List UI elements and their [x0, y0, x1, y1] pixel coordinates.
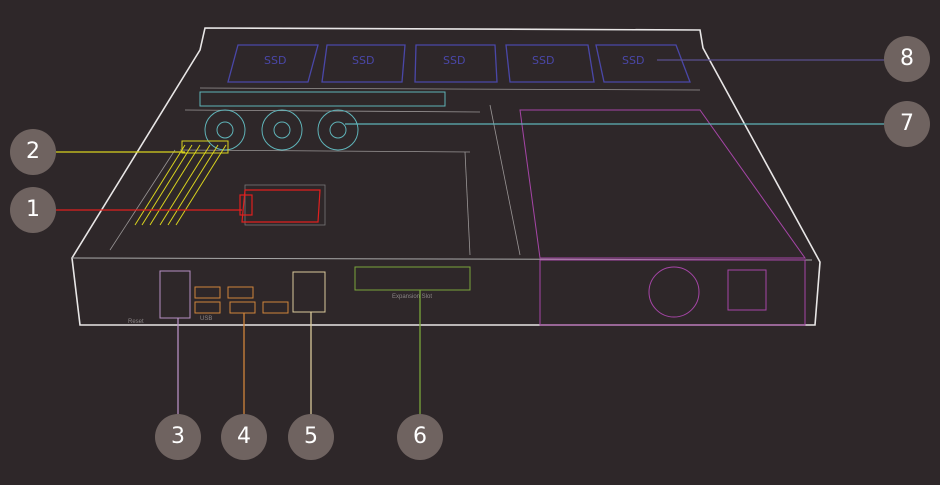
ssd-label: SSD	[443, 54, 465, 67]
memory-modules	[134, 140, 229, 226]
callout-4: 4	[221, 414, 267, 460]
ssd-label: SSD	[622, 54, 644, 67]
cpu	[239, 189, 321, 223]
callout-1: 1	[10, 187, 56, 233]
chassis-internal	[109, 87, 701, 256]
callout-6: 6	[397, 414, 443, 460]
ssd-label: SSD	[352, 54, 374, 67]
ssd-label: SSD	[264, 54, 286, 67]
callout-2: 2	[10, 129, 56, 175]
callout-5: 5	[288, 414, 334, 460]
chassis-outline	[71, 27, 821, 326]
callout-3: 3	[155, 414, 201, 460]
callout-8: 8	[884, 36, 930, 82]
reset-label: Reset	[128, 319, 144, 325]
callout-7: 7	[884, 101, 930, 147]
power-supply	[519, 109, 806, 326]
leader-lines	[56, 59, 885, 414]
ssd-label: SSD	[532, 54, 554, 67]
expansion-slot-label: Expansion Slot	[392, 294, 432, 300]
ssd-bays	[227, 44, 691, 83]
fans	[199, 91, 446, 151]
usb-label: USB	[200, 316, 212, 322]
front-panel-ports	[159, 266, 471, 319]
